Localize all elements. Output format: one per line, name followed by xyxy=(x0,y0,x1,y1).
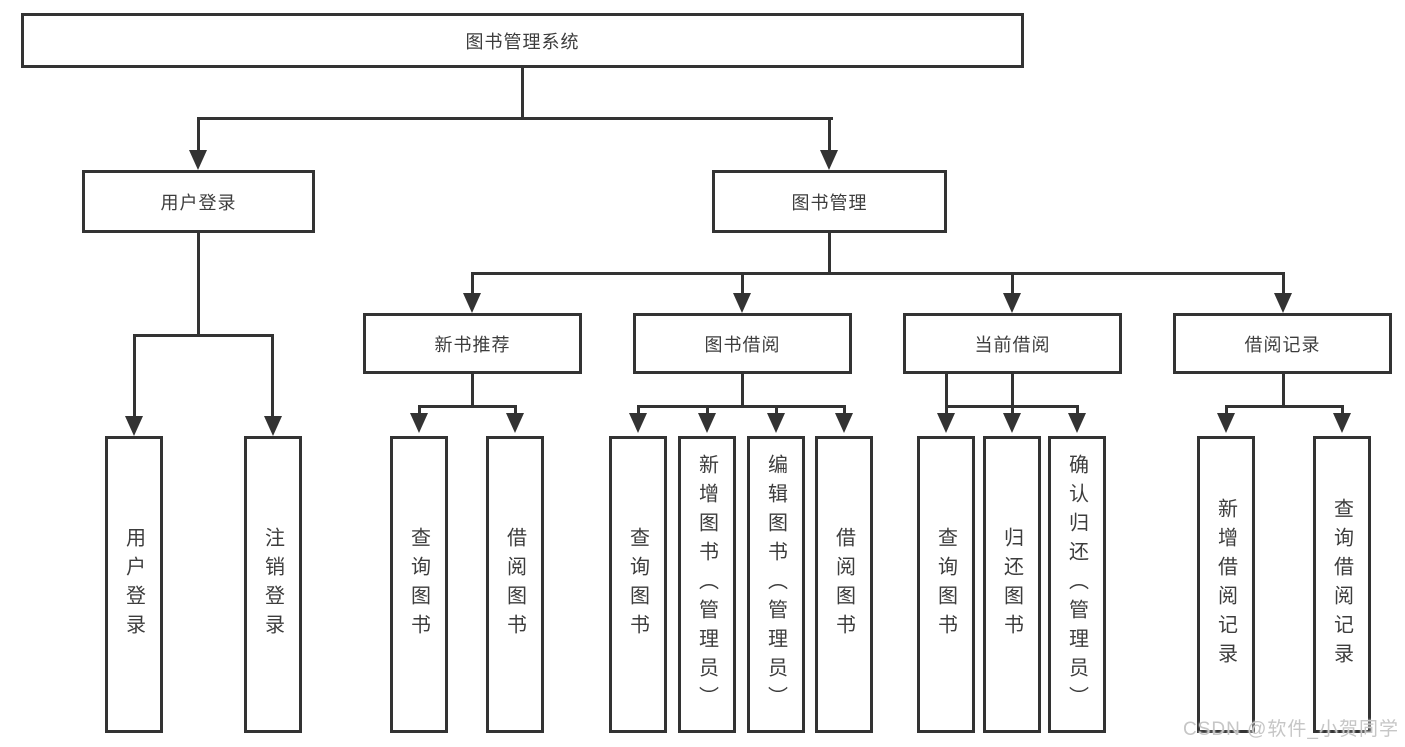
connector-newbook-drop-2 xyxy=(514,405,517,417)
node-user-login-label: 用户登录 xyxy=(160,192,237,213)
connector-current-drop-2 xyxy=(1011,405,1014,417)
leaf-add-book-admin-label: 新增图书（管理员） xyxy=(695,454,718,715)
arrow-down-icon xyxy=(1003,413,1021,433)
arrow-down-icon xyxy=(1003,293,1021,313)
leaf-add-book-admin: 新增图书（管理员） xyxy=(678,436,736,733)
leaf-return-book-label: 归还图书 xyxy=(1000,526,1023,643)
connector-mgmt-drop-3 xyxy=(1011,272,1014,297)
arrow-down-icon xyxy=(463,293,481,313)
node-book-mgmt-label: 图书管理 xyxy=(791,192,868,213)
arrow-down-icon xyxy=(767,413,785,433)
connector-current-stem2 xyxy=(1011,372,1014,408)
arrow-down-icon xyxy=(629,413,647,433)
leaf-query-book-3: 查询图书 xyxy=(917,436,975,733)
node-root-label: 图书管理系统 xyxy=(465,31,580,52)
leaf-confirm-return-admin: 确认归还（管理员） xyxy=(1048,436,1106,733)
leaf-user-login: 用户登录 xyxy=(105,436,163,733)
leaf-logout: 注销登录 xyxy=(244,436,302,733)
connector-mgmt-drop-1 xyxy=(471,272,474,297)
node-book-borrow: 图书借阅 xyxy=(633,313,852,374)
connector-current-stem xyxy=(945,372,948,408)
leaf-edit-book-admin-label: 编辑图书（管理员） xyxy=(764,454,787,715)
node-borrow-record: 借阅记录 xyxy=(1173,313,1392,374)
connector-mgmt-stem xyxy=(828,231,831,275)
arrow-down-icon xyxy=(1068,413,1086,433)
arrow-down-icon xyxy=(1333,413,1351,433)
leaf-confirm-return-admin-label: 确认归还（管理员） xyxy=(1065,454,1088,715)
arrow-down-icon xyxy=(820,150,838,170)
connector-login-stem xyxy=(197,231,200,337)
arrow-down-icon xyxy=(410,413,428,433)
arrow-down-icon xyxy=(835,413,853,433)
connector-borrow-stem xyxy=(741,372,744,408)
leaf-borrow-book-2-label: 借阅图书 xyxy=(832,526,855,643)
connector-current-drop-3 xyxy=(1076,405,1079,417)
node-current-borrow: 当前借阅 xyxy=(903,313,1122,374)
arrow-down-icon xyxy=(1274,293,1292,313)
node-new-book-rec-label: 新书推荐 xyxy=(434,334,511,355)
node-current-borrow-label: 当前借阅 xyxy=(974,334,1051,355)
leaf-borrow-book-1: 借阅图书 xyxy=(486,436,544,733)
arrow-down-icon xyxy=(733,293,751,313)
connector-borrow-drop-3 xyxy=(775,405,778,417)
leaf-query-book-2: 查询图书 xyxy=(609,436,667,733)
connector-borrow-rail xyxy=(637,405,846,408)
node-user-login: 用户登录 xyxy=(82,170,315,233)
arrow-down-icon xyxy=(506,413,524,433)
connector-login-drop-1 xyxy=(133,334,136,419)
leaf-return-book: 归还图书 xyxy=(983,436,1041,733)
connector-root-stem xyxy=(521,66,524,119)
arrow-down-icon xyxy=(189,150,207,170)
connector-current-drop-1 xyxy=(945,405,948,417)
connector-login-drop-2 xyxy=(271,334,274,419)
leaf-borrow-book-2: 借阅图书 xyxy=(815,436,873,733)
leaf-borrow-book-1-label: 借阅图书 xyxy=(503,526,526,643)
arrow-down-icon xyxy=(1217,413,1235,433)
leaf-query-book-1-label: 查询图书 xyxy=(407,526,430,643)
node-book-borrow-label: 图书借阅 xyxy=(704,334,781,355)
leaf-query-book-1: 查询图书 xyxy=(390,436,448,733)
connector-newbook-rail xyxy=(418,405,517,408)
arrow-down-icon xyxy=(264,416,282,436)
connector-borrow-drop-2 xyxy=(706,405,709,417)
connector-borrow-drop-1 xyxy=(637,405,640,417)
connector-newbook-stem xyxy=(471,372,474,408)
node-borrow-record-label: 借阅记录 xyxy=(1244,334,1321,355)
connector-root-drop-right xyxy=(828,117,831,153)
connector-mgmt-drop-2 xyxy=(741,272,744,297)
leaf-user-login-label: 用户登录 xyxy=(122,526,145,643)
leaf-logout-label: 注销登录 xyxy=(261,526,284,643)
leaf-add-borrow-record: 新增借阅记录 xyxy=(1197,436,1255,733)
node-new-book-rec: 新书推荐 xyxy=(363,313,582,374)
leaf-query-book-2-label: 查询图书 xyxy=(626,526,649,643)
arrow-down-icon xyxy=(937,413,955,433)
node-root: 图书管理系统 xyxy=(21,13,1024,68)
connector-root-drop-left xyxy=(197,117,200,153)
arrow-down-icon xyxy=(125,416,143,436)
connector-borrow-drop-4 xyxy=(843,405,846,417)
connector-root-rail xyxy=(197,117,833,120)
connector-login-rail xyxy=(133,334,274,337)
arrow-down-icon xyxy=(698,413,716,433)
connector-record-rail xyxy=(1225,405,1343,408)
connector-record-drop-1 xyxy=(1225,405,1228,417)
connector-mgmt-rail xyxy=(471,272,1285,275)
connector-record-drop-2 xyxy=(1341,405,1344,417)
connector-record-stem xyxy=(1282,372,1285,408)
leaf-query-book-3-label: 查询图书 xyxy=(934,526,957,643)
connector-mgmt-drop-4 xyxy=(1282,272,1285,297)
leaf-add-borrow-record-label: 新增借阅记录 xyxy=(1214,497,1237,672)
connector-newbook-drop-1 xyxy=(418,405,421,417)
node-book-mgmt: 图书管理 xyxy=(712,170,947,233)
csdn-watermark: CSDN @软件_小贺同学 xyxy=(1183,719,1399,740)
leaf-query-borrow-record: 查询借阅记录 xyxy=(1313,436,1371,733)
leaf-query-borrow-record-label: 查询借阅记录 xyxy=(1330,497,1353,672)
leaf-edit-book-admin: 编辑图书（管理员） xyxy=(747,436,805,733)
